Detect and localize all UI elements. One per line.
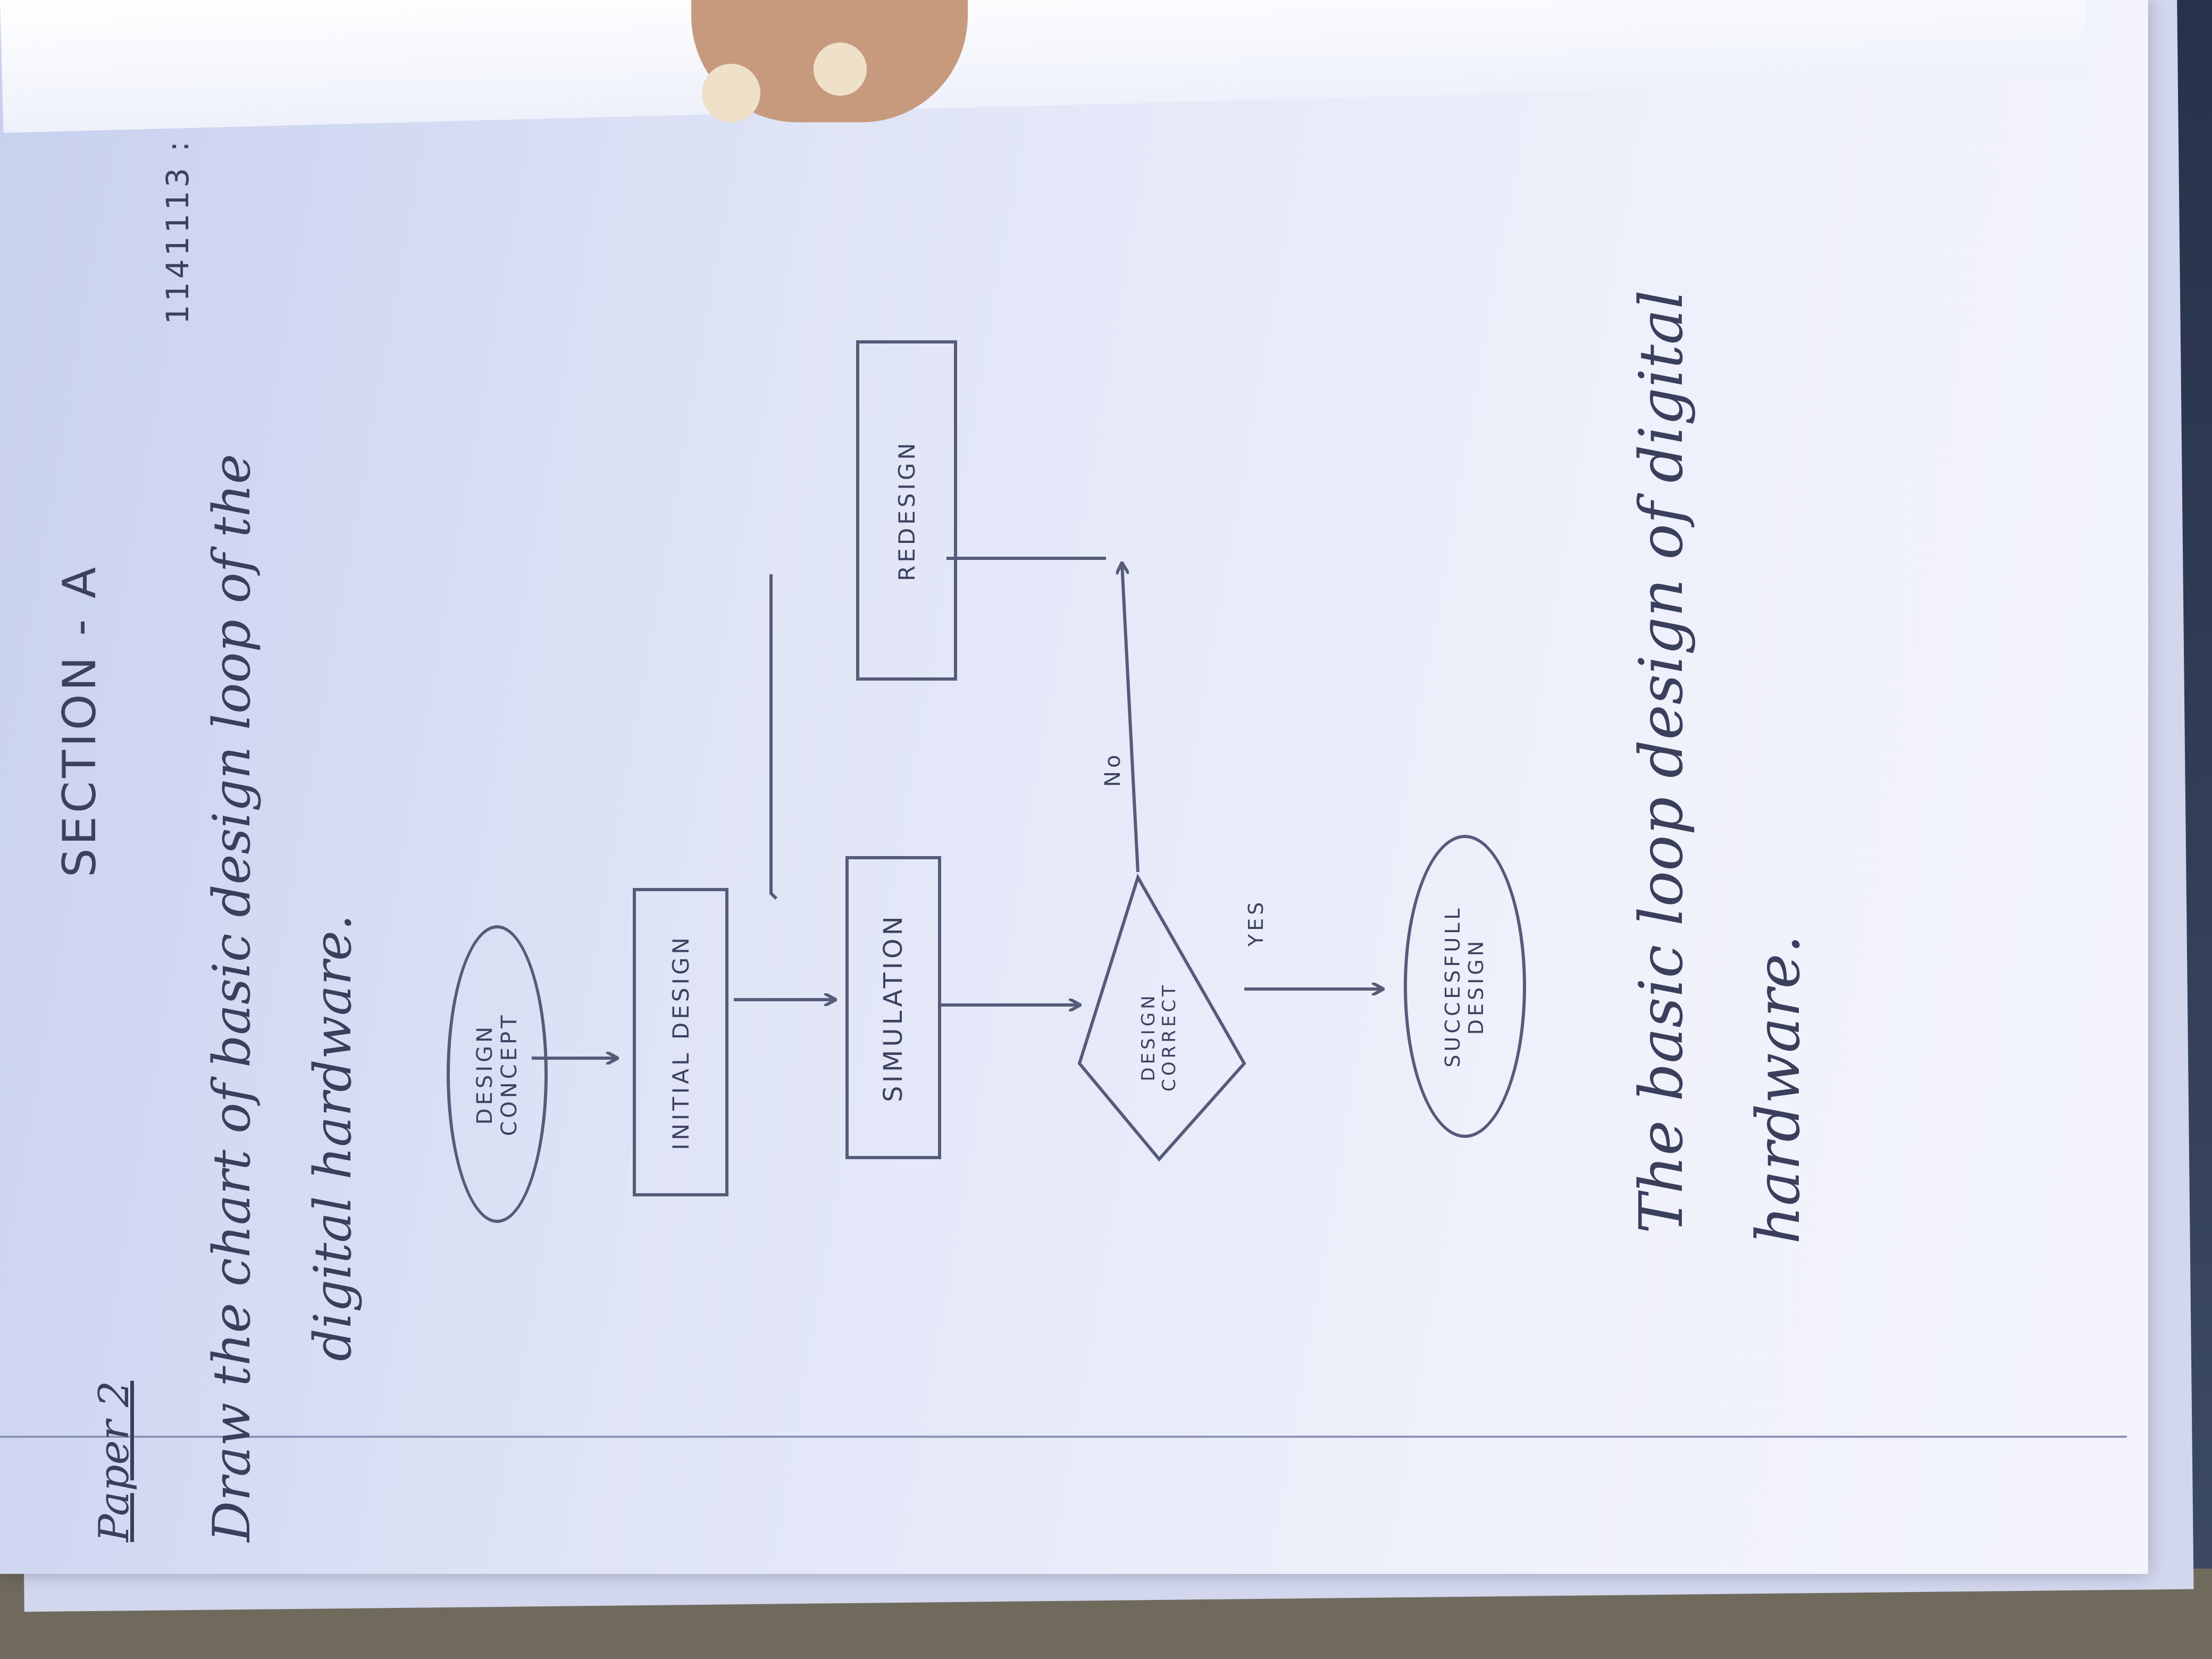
fingernail [702, 64, 760, 122]
node-simulation: SIMULATION [845, 856, 941, 1159]
margin-line [0, 1436, 2127, 1438]
node-redesign: REDESIGN [856, 340, 957, 681]
redesign-return-line [769, 574, 778, 900]
answer-line-2: hardware. [1744, 934, 1813, 1244]
node-initial-design: INITIAL DESIGN [633, 888, 728, 1196]
edge-label-no: No [1101, 751, 1125, 787]
node-design-correct-label: DESIGN CORRECT [1137, 982, 1180, 1092]
node-successful-design: SUCCESFULL DESIGN [1404, 835, 1526, 1138]
fingernail [814, 43, 867, 96]
arrow-decision-no-branch [1122, 564, 1139, 873]
node-design-concept: DESIGN CONCEPT [447, 925, 548, 1223]
edge-label-yes: YES [1244, 899, 1268, 946]
answer-line-1: The basic loop design of digital [1627, 290, 1696, 1234]
answer-sheet: 1141113 : 3141141 Paper 2 SECTION - A Dr… [0, 0, 2148, 1574]
decision-diamond [1077, 873, 1246, 1162]
